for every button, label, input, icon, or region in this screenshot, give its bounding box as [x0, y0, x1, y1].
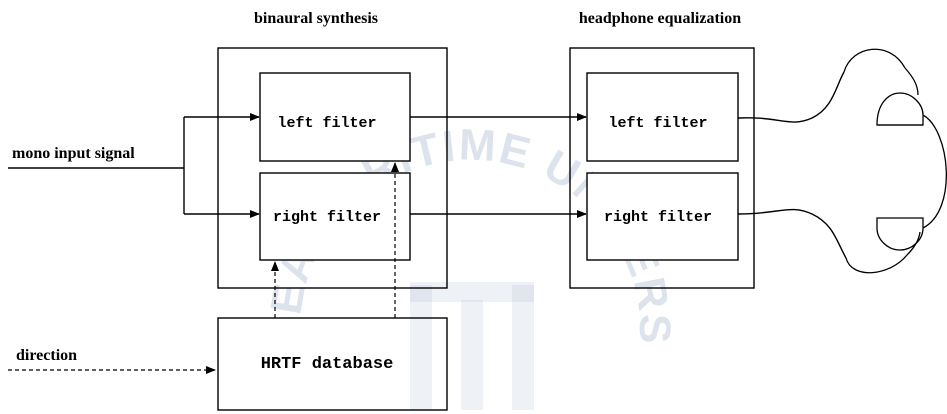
mono-input-signal-label: mono input signal	[12, 145, 135, 162]
watermark-emblem-right	[512, 285, 534, 410]
watermark-emblem-top	[410, 282, 534, 302]
watermark-emblem-center	[461, 300, 483, 410]
headphone-equalization-title: headphone equalization	[579, 10, 741, 27]
watermark-emblem-left	[410, 285, 432, 410]
synthesis-left-filter-label: left filter	[277, 115, 376, 132]
listener-head-icon	[844, 49, 946, 272]
direction-label: direction	[16, 347, 77, 364]
eq-left-filter-label: left filter	[608, 115, 707, 132]
synthesis-right-filter-label: right filter	[273, 209, 381, 226]
eq-right-filter-label: right filter	[604, 209, 712, 226]
hrtf-database-label: HRTF database	[261, 355, 394, 374]
binaural-synthesis-title: binaural synthesis	[254, 10, 378, 27]
